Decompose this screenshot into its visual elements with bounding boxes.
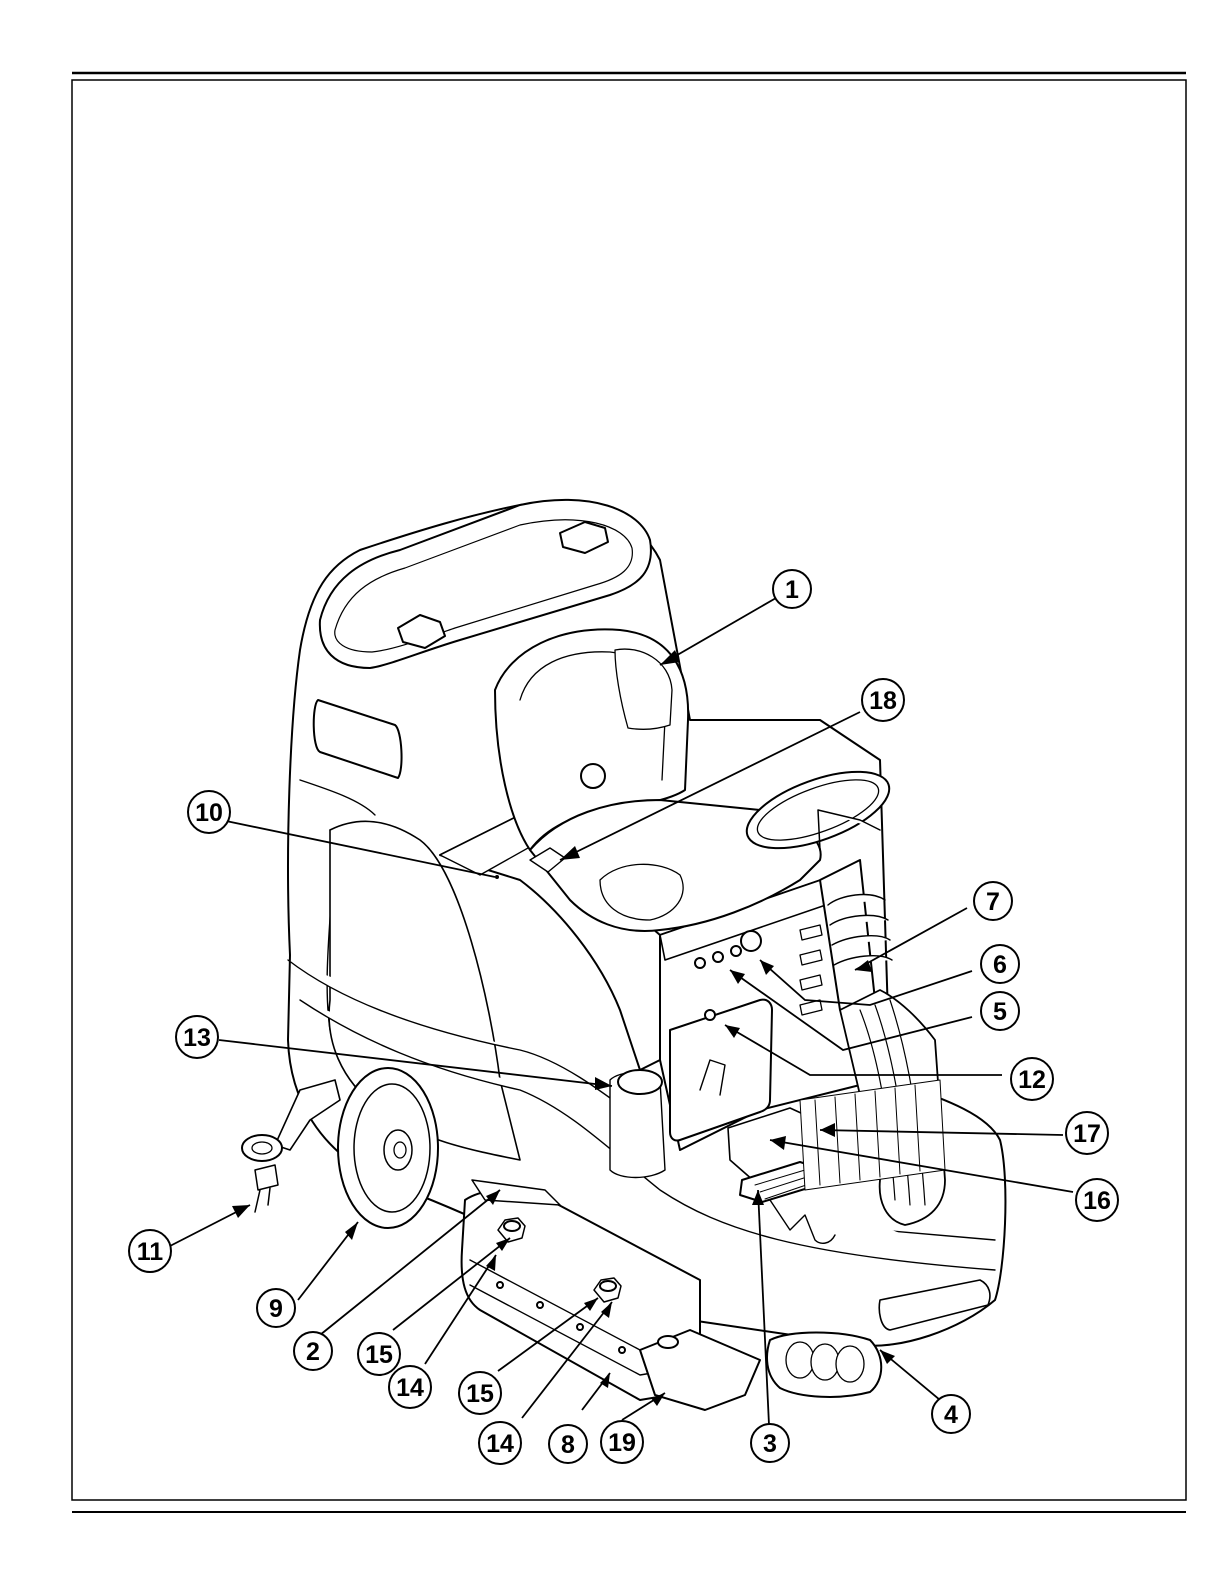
callout-15a: 15 [358,1333,400,1375]
callout-19: 19 [601,1421,643,1463]
callout-6-label: 6 [993,951,1007,979]
callout-11: 11 [129,1230,171,1272]
console-dot [495,875,499,879]
callout-8-label: 8 [561,1431,575,1459]
deck-bolt-1 [497,1282,503,1288]
switch-d [705,1010,715,1020]
deck-bolt-3 [577,1324,583,1330]
callout-3: 3 [751,1424,789,1462]
rear-wheel-cap [394,1142,406,1158]
key-switch [741,931,761,951]
deck-bolt-2 [537,1302,543,1308]
seat-adjust-knob [581,764,605,788]
callout-2-label: 2 [306,1338,320,1366]
callout-15b-label: 15 [466,1380,494,1408]
callout-7: 7 [974,882,1012,920]
fill-cap [618,1070,662,1094]
deck-knob-1-top [504,1221,520,1231]
callout-19-label: 19 [608,1429,636,1457]
callout-9: 9 [257,1289,295,1327]
machine-illustration [242,500,1005,1410]
side-squeegee-pivot [658,1336,678,1348]
callout-10-label: 10 [195,799,223,827]
squeegee-caster-inner [252,1142,272,1154]
callout-12-label: 12 [1018,1066,1046,1094]
callout-14a-label: 14 [396,1374,424,1402]
callout-18: 18 [862,679,904,721]
callout-17-label: 17 [1073,1120,1101,1148]
callout-7-label: 7 [986,888,1000,916]
callout-4: 4 [932,1395,970,1433]
callout-14b: 14 [479,1422,521,1464]
callout-11-label: 11 [137,1238,164,1266]
callout-14a: 14 [389,1366,431,1408]
callout-8: 8 [549,1425,587,1463]
deck-bolt-4 [619,1347,625,1353]
leader-1 [660,598,776,665]
callout-15b: 15 [459,1372,501,1414]
callout-14b-label: 14 [486,1430,514,1458]
callout-5-label: 5 [993,998,1007,1026]
callout-2: 2 [294,1332,332,1370]
callout-1-label: 1 [785,576,799,604]
brush-disc-1 [786,1342,814,1378]
callout-17: 17 [1066,1112,1108,1154]
callout-18-label: 18 [869,687,897,715]
brush-disc-2 [811,1344,839,1380]
callout-13-label: 13 [183,1024,211,1052]
arrow-11 [232,1205,250,1218]
callout-12: 12 [1011,1058,1053,1100]
callout-16: 16 [1076,1179,1118,1221]
callout-15a-label: 15 [365,1341,393,1369]
callout-4-label: 4 [944,1401,958,1429]
callout-5: 5 [981,992,1019,1030]
switch-b [713,952,723,962]
battery-cells [800,1080,945,1190]
callout-3-label: 3 [763,1430,777,1458]
brush-disc-3 [836,1346,864,1382]
callout-1: 1 [773,570,811,608]
callout-9-label: 9 [269,1295,283,1323]
switch-a [695,958,705,968]
arrow-4 [880,1350,895,1364]
deck-knob-2-top [600,1281,616,1291]
callout-13: 13 [176,1016,218,1058]
switch-c [731,946,741,956]
callout-10: 10 [188,791,230,833]
squeegee-hose-connector [255,1165,278,1212]
callout-6: 6 [981,945,1019,983]
callout-16-label: 16 [1083,1187,1111,1215]
